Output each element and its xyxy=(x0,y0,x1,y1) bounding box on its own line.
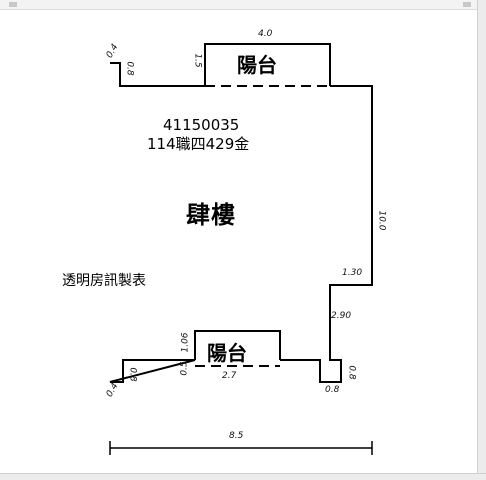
viewer-top-border xyxy=(0,0,486,10)
unit-outline xyxy=(109,62,373,383)
dim-top-balcony-depth: 1.5 xyxy=(192,53,203,68)
dim-right-step-width: 1.30 xyxy=(342,268,363,278)
watermark-label: 透明房訊製表 xyxy=(62,273,146,289)
dim-top-left-step: 0.8 xyxy=(124,61,135,76)
dim-top-balcony-width: 4.0 xyxy=(258,29,273,39)
case-id-label: 41150035 xyxy=(163,116,240,134)
dim-bottom-balcony-depth: 1.06 xyxy=(180,332,191,353)
viewer-right-border xyxy=(477,0,486,480)
viewer-bottom-border xyxy=(0,473,486,480)
viewer-corner-mark-right xyxy=(463,2,471,7)
dim-right-bottom-step: 0.8 xyxy=(346,365,357,380)
dim-bottom-balcony-width: 2.7 xyxy=(222,371,237,381)
top-balcony-label: 陽台 xyxy=(237,53,277,77)
bottom-balcony-outline xyxy=(194,330,281,360)
dim-right-lower-height: 2.90 xyxy=(331,311,352,321)
viewer-corner-mark xyxy=(9,2,17,7)
dim-right-wall-height: 10.0 xyxy=(376,210,387,231)
dim-overall-width: 8.5 xyxy=(229,431,244,441)
dim-bottom-left-step: 0.8 xyxy=(127,367,138,382)
dim-right-bottom-tick: 0.8 xyxy=(325,385,340,395)
address-label: 114職四429金 xyxy=(147,135,250,153)
floor-label: 肆樓 xyxy=(186,200,236,229)
top-balcony-outline xyxy=(204,43,331,86)
overall-width-dimension xyxy=(109,441,373,455)
dim-bottom-balcony-left: 0.5 xyxy=(179,361,190,376)
bottom-balcony-label: 陽台 xyxy=(207,341,247,365)
